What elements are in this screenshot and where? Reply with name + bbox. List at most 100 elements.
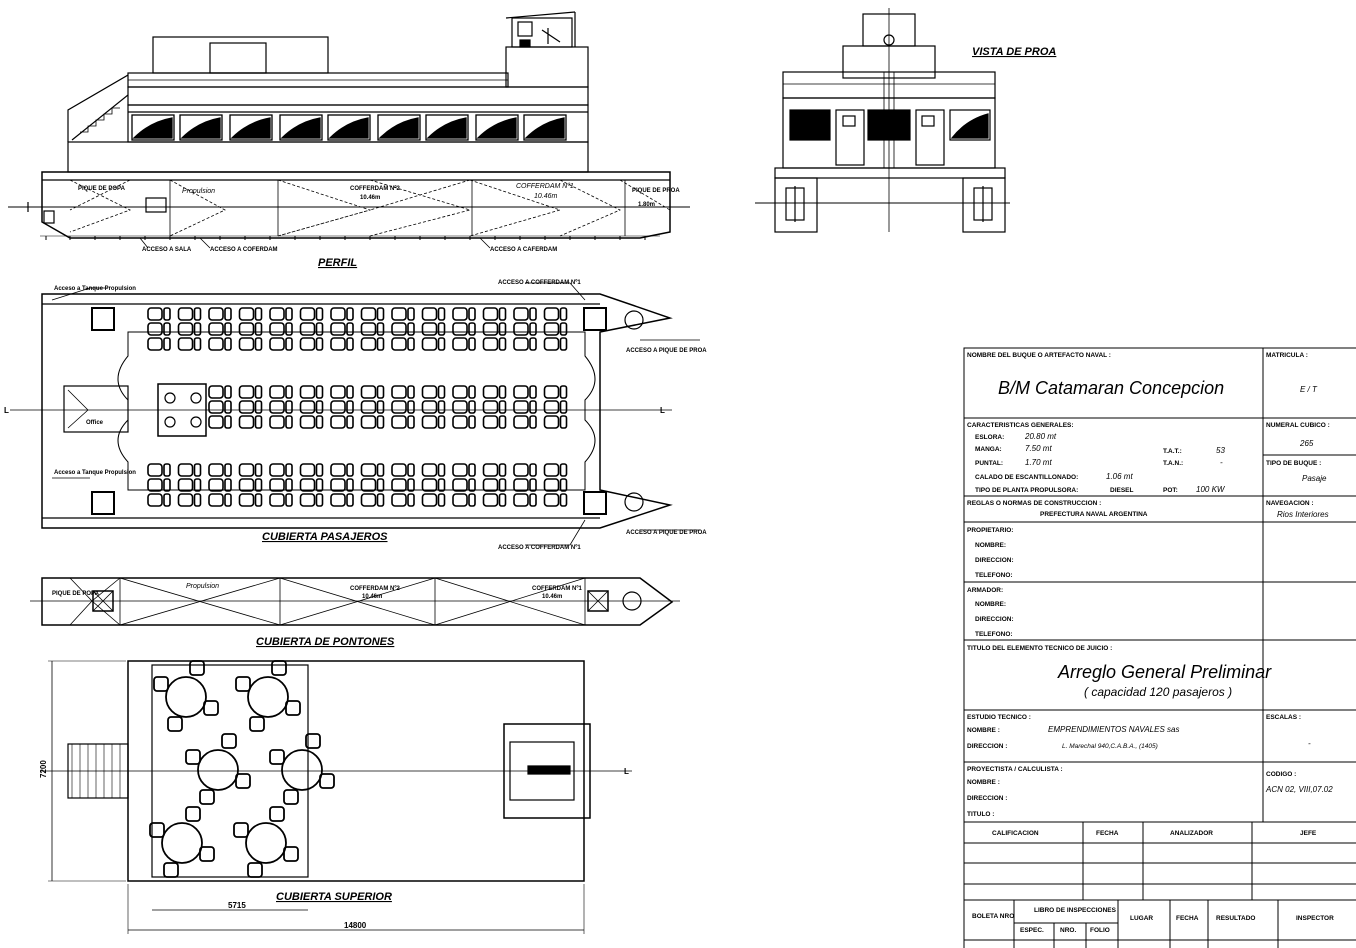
propulsion-label: Propulsion	[182, 188, 215, 195]
tb-numeral-label: NUMERAL CUBICO :	[1266, 422, 1330, 429]
seat	[421, 307, 446, 351]
tb-pot: 100 KW	[1196, 485, 1226, 494]
seat	[238, 385, 263, 429]
centerline-mark-1: L	[4, 406, 9, 415]
seat	[513, 307, 537, 351]
tb-prop-nombre-label: NOMBRE:	[975, 542, 1006, 549]
seat	[269, 307, 293, 351]
title-block	[963, 347, 1356, 948]
pontoon-pique-label: PIQUE DE POPA	[52, 591, 100, 597]
cubierta-pontones-title: CUBIERTA DE PONTONES	[256, 636, 395, 648]
tb-propietario-label: PROPIETARIO:	[967, 527, 1013, 534]
seat	[452, 307, 476, 351]
tb-libro: LIBRO DE INSPECCIONES	[1034, 907, 1117, 914]
cubierta-pasajeros-title: CUBIERTA PASAJEROS	[262, 531, 388, 543]
tb-arm-nombre-label: NOMBRE:	[975, 601, 1006, 608]
tb-tipo-buque-label: TIPO DE BUQUE :	[1266, 460, 1321, 467]
tb-estudio-nombre: EMPRENDIMIENTOS NAVALES sas	[1048, 725, 1179, 734]
tb-matricula-label: MATRICULA :	[1266, 352, 1308, 359]
tb-estudio-dir: L. Marechal 940,C.A.B.A., (1405)	[1062, 743, 1158, 750]
tb-caracteristicas-label: CARACTERISTICAS GENERALES:	[967, 422, 1074, 429]
seat	[177, 463, 202, 507]
tb-arm-direccion-label: DIRECCION:	[975, 616, 1014, 623]
passenger-deck-plan	[10, 282, 700, 546]
vista-proa-title: VISTA DE PROA	[972, 46, 1056, 58]
tb-tat: 53	[1216, 446, 1225, 455]
seat	[360, 385, 385, 429]
tb-capacidad: ( capacidad 120 pasajeros )	[1084, 685, 1232, 699]
tb-eslora: 20.80 mt	[1024, 432, 1057, 441]
tb-fecha: FECHA	[1096, 830, 1119, 837]
pontoon-cofferdam2-length: 10.46m	[362, 594, 382, 600]
perfil-title: PERFIL	[318, 257, 357, 269]
tb-calado: 1.06 mt	[1106, 472, 1133, 481]
tb-reglas: PREFECTURA NAVAL ARGENTINA	[1040, 511, 1148, 518]
cubierta-superior-title: CUBIERTA SUPERIOR	[276, 891, 392, 903]
dim-beam: 7200	[39, 760, 48, 778]
centerline-mark-2: L	[660, 406, 665, 415]
tb-resultado: RESULTADO	[1216, 915, 1255, 922]
tb-fecha2: FECHA	[1176, 915, 1199, 922]
tb-nro: NRO.	[1060, 927, 1076, 934]
acceso-pique-label: ACCESO A PIQUE DE PROA	[626, 348, 707, 354]
tb-proy-dir-label: DIRECCION :	[967, 795, 1007, 802]
seat	[360, 463, 385, 507]
dim-overall: 14800	[344, 921, 367, 930]
seat	[269, 385, 293, 429]
seat	[482, 463, 507, 507]
seat	[391, 385, 415, 429]
seat	[299, 385, 324, 429]
seat	[391, 463, 415, 507]
seat	[452, 463, 476, 507]
seat	[513, 463, 537, 507]
seat	[238, 463, 263, 507]
bow-view	[755, 8, 1010, 233]
upper-deck-plan	[40, 660, 632, 934]
seat	[543, 307, 568, 351]
tb-estudio-label: ESTUDIO TECNICO :	[967, 714, 1031, 721]
tb-navegacion-label: NAVEGACION :	[1266, 500, 1314, 507]
tb-tan: -	[1220, 458, 1223, 467]
seat	[269, 463, 293, 507]
tb-escalas-label: ESCALAS :	[1266, 714, 1301, 721]
seat	[208, 385, 232, 429]
table-with-chairs	[149, 806, 215, 878]
acceso-tanque-1-label: Acceso a Tanque Propulsion	[54, 286, 136, 292]
pontoon-cofferdam1-label: COFFERDAM Nº1	[532, 586, 583, 592]
acceso-caferdam-label: ACCESO A CAFERDAM	[490, 247, 557, 253]
acceso-cofferdam-2-label: ACCESO A COFFERDAM Nº1	[498, 545, 581, 551]
seat	[330, 463, 354, 507]
tb-tipo-buque: Pasaje	[1302, 474, 1327, 483]
tb-titulo-label: TITULO :	[967, 811, 994, 818]
tb-manga-label: MANGA:	[975, 446, 1002, 453]
profile-view	[8, 11, 690, 249]
seat	[543, 463, 568, 507]
tb-prop-telefono-label: TELEFONO:	[975, 572, 1013, 579]
seat	[299, 463, 324, 507]
acceso-coferdam-label: ACCESO A COFERDAM	[210, 247, 278, 253]
cofferdam2-length: 10.46m	[360, 195, 380, 201]
acceso-sala-label: ACCESO A SALA	[142, 247, 192, 253]
cofferdam1-label: COFFERDAM Nº1	[516, 183, 574, 190]
table-with-chairs	[269, 733, 335, 805]
tb-reglas-label: REGLAS O NORMAS DE CONSTRUCCION :	[967, 500, 1101, 507]
table-with-chairs	[185, 733, 251, 805]
tb-estudio-nombre-label: NOMBRE :	[967, 727, 1000, 734]
tb-titulo-elemento-label: TITULO DEL ELEMENTO TECNICO DE JUICIO :	[967, 645, 1112, 652]
tb-numeral: 265	[1299, 439, 1314, 448]
tb-nombre-buque: B/M Catamaran Concepcion	[998, 378, 1224, 398]
seat	[330, 307, 354, 351]
tb-navegacion: Rios Interiores	[1277, 510, 1329, 519]
tb-manga: 7.50 mt	[1025, 444, 1052, 453]
seat	[482, 307, 507, 351]
tb-pot-label: POT:	[1163, 487, 1178, 494]
tb-lugar: LUGAR	[1130, 915, 1153, 922]
tb-analizador: ANALIZADOR	[1170, 830, 1213, 837]
tb-puntal-label: PUNTAL:	[975, 460, 1003, 467]
seat	[452, 385, 476, 429]
seat	[177, 307, 202, 351]
tb-espec: ESPEC.	[1020, 927, 1044, 934]
seat	[421, 463, 446, 507]
seat	[360, 307, 385, 351]
seat	[421, 385, 446, 429]
